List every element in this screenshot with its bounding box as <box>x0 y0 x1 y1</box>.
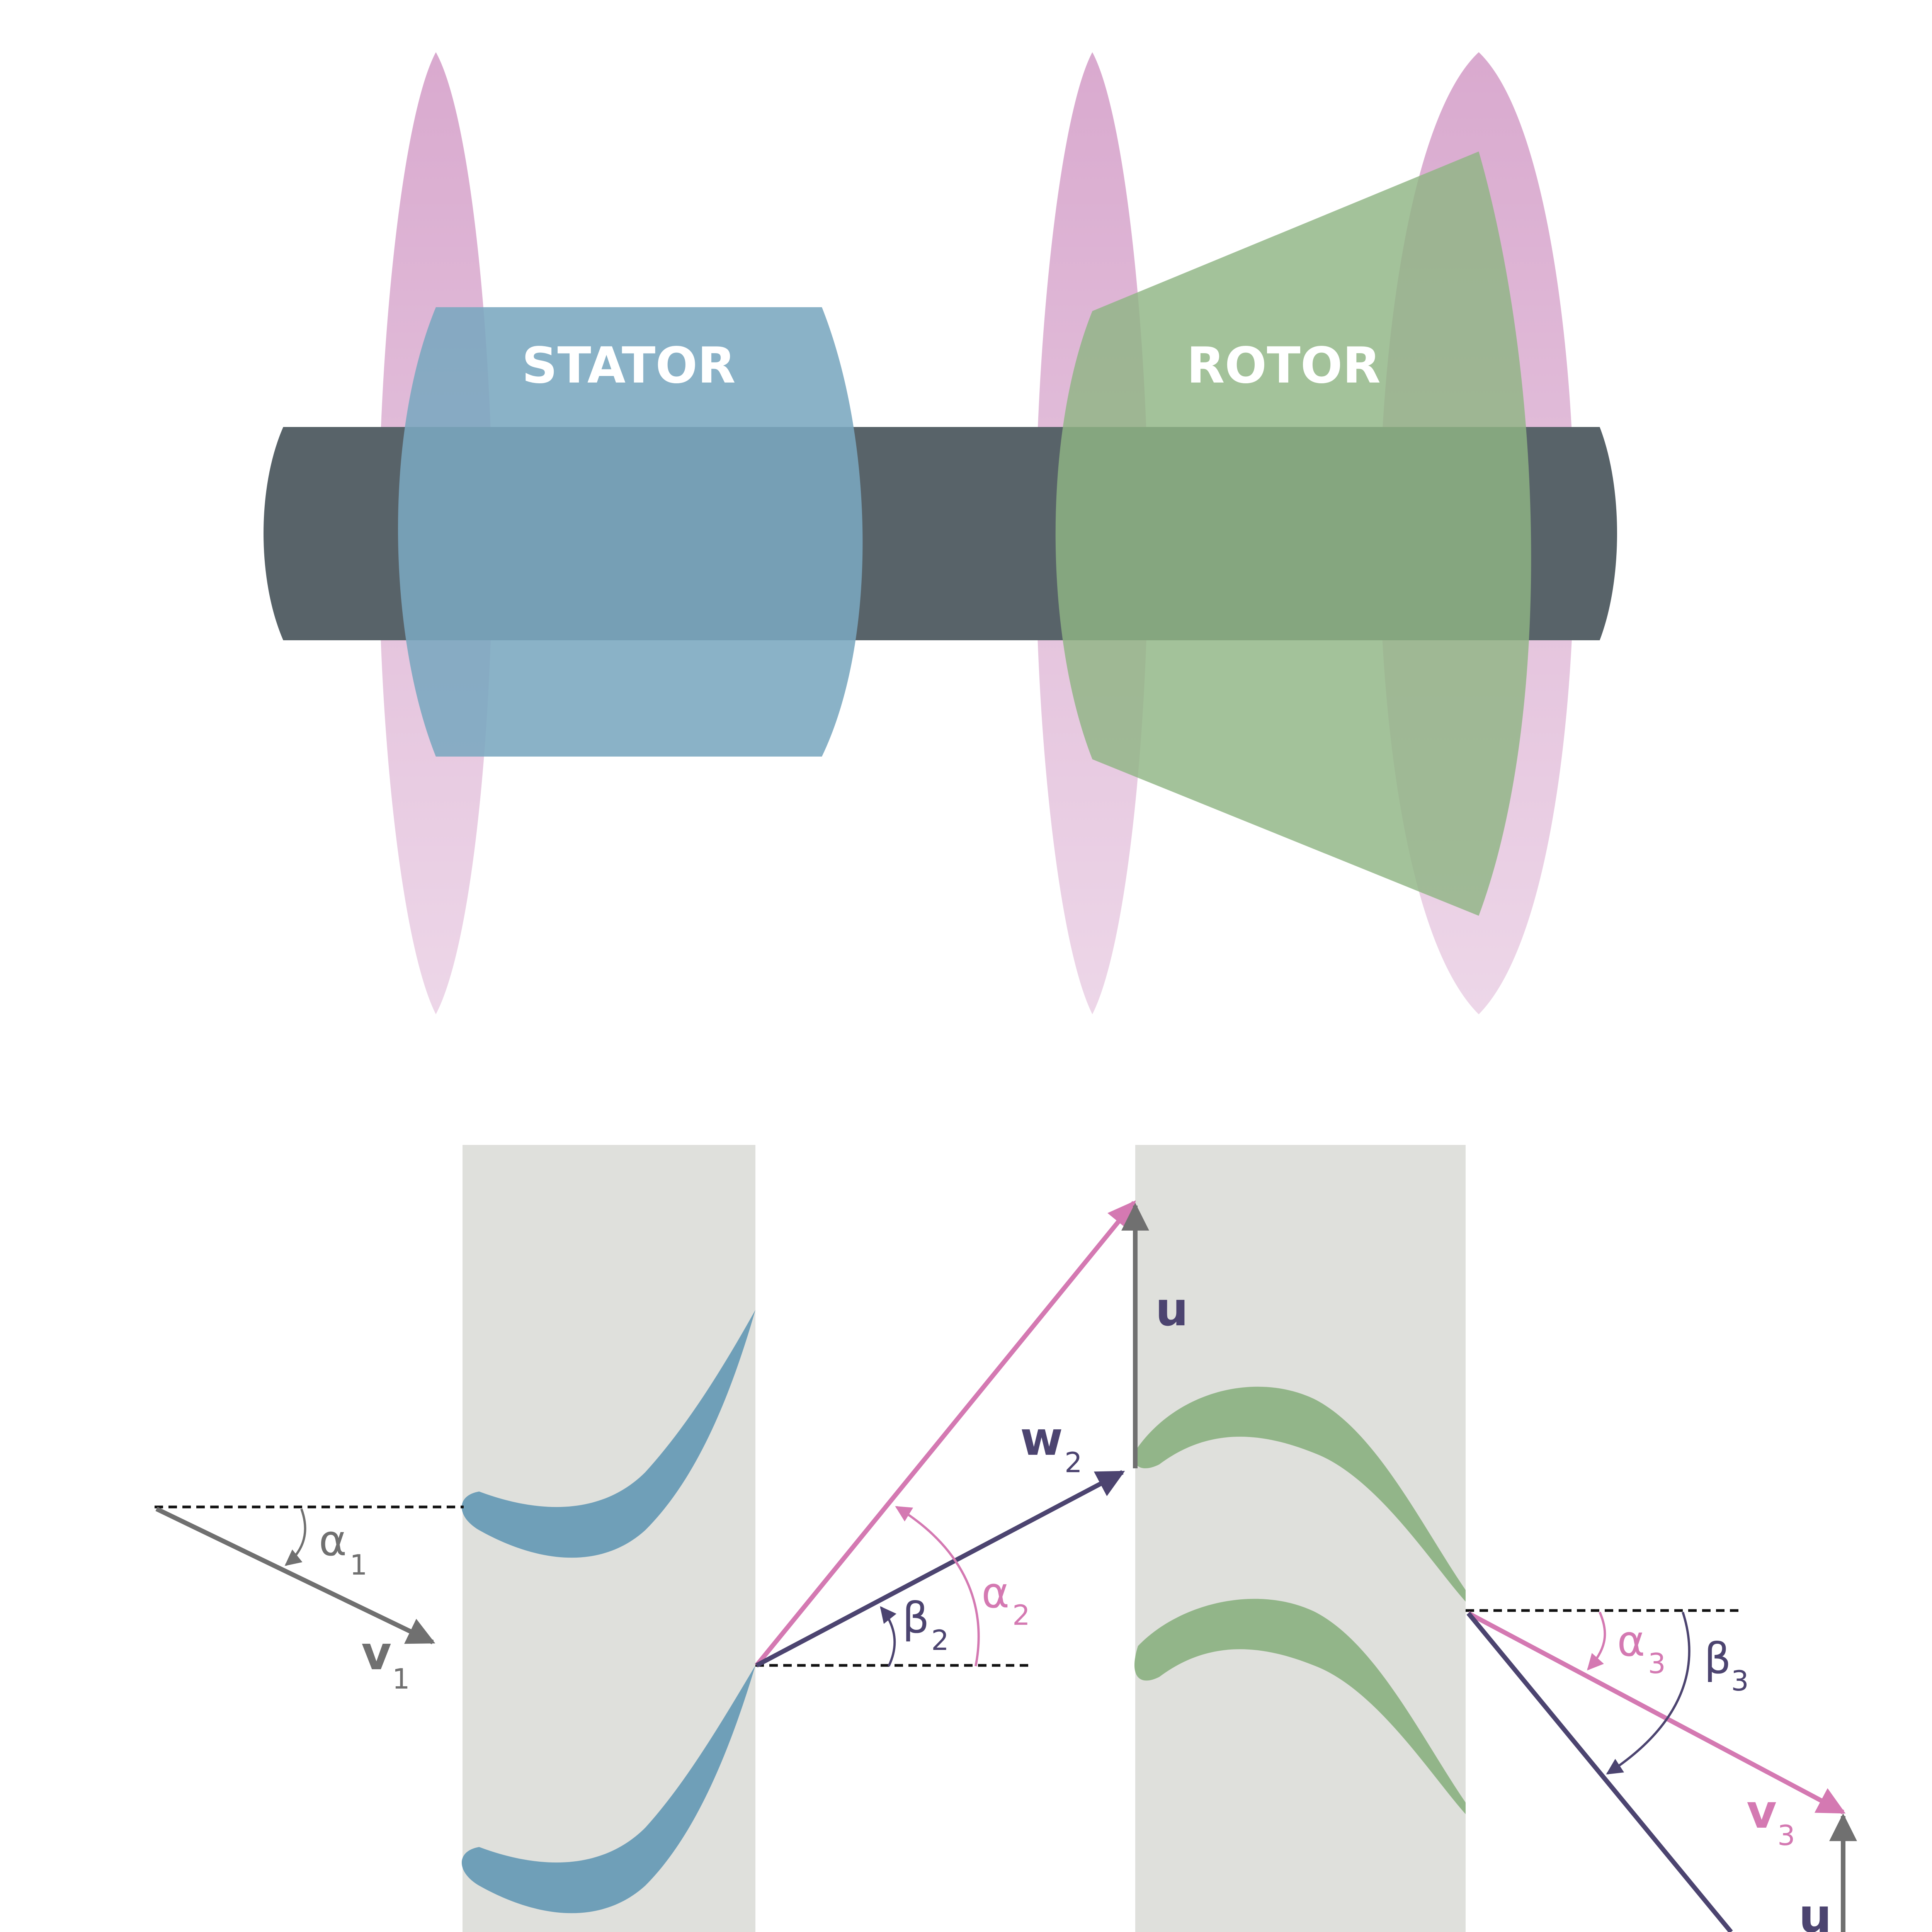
stage-illustration: STATOR ROTOR <box>264 52 1617 1014</box>
label-u2: u <box>1155 1283 1188 1337</box>
svg-text:1: 1 <box>350 1549 367 1581</box>
label-beta3: β 3 <box>1704 1634 1749 1697</box>
svg-text:u: u <box>1155 1283 1188 1337</box>
label-alpha1: α 1 <box>319 1516 367 1581</box>
svg-text:α: α <box>981 1568 1010 1617</box>
svg-text:α: α <box>319 1516 347 1565</box>
label-v3: v 3 <box>1747 1785 1795 1852</box>
svg-text:3: 3 <box>1777 1819 1795 1852</box>
vector-v1 <box>155 1507 435 1645</box>
svg-text:1: 1 <box>392 1663 410 1695</box>
vector-v2 <box>755 1200 1136 1667</box>
stator-blade-upper <box>462 1310 755 1558</box>
label-w2: w 2 <box>1020 1412 1082 1479</box>
stator-label: STATOR <box>522 337 735 395</box>
svg-text:β: β <box>1704 1634 1731 1683</box>
svg-text:3: 3 <box>1648 1647 1666 1680</box>
label-v1: v 1 <box>361 1627 410 1695</box>
vector-w2 <box>755 1470 1125 1668</box>
svg-text:v: v <box>1747 1785 1777 1839</box>
svg-text:2: 2 <box>931 1624 949 1656</box>
angle-arc-beta2 <box>880 1606 897 1667</box>
stator-blade-lower <box>462 1665 755 1913</box>
angle-arc-alpha2 <box>895 1506 980 1667</box>
label-alpha2: α 2 <box>981 1568 1030 1631</box>
rotor-blade-upper <box>1134 1386 1466 1602</box>
vector-v3 <box>1467 1611 1846 1815</box>
label-alpha3: α 3 <box>1617 1616 1666 1680</box>
label-u3: u <box>1799 1889 1832 1932</box>
stator-casing <box>398 307 863 757</box>
velocity-triangle-diagram: α 1 v 1 w 2 u β 2 α 2 α 3 β 3 <box>155 1145 1857 1932</box>
svg-text:3: 3 <box>1731 1665 1749 1697</box>
svg-text:u: u <box>1799 1889 1832 1932</box>
angle-arc-alpha1 <box>284 1508 306 1566</box>
rotor-blade-lower <box>1134 1599 1466 1814</box>
rotor-label: ROTOR <box>1187 337 1381 395</box>
rotor-blade-row <box>1135 1145 1466 1932</box>
angle-arc-beta3 <box>1606 1612 1690 1775</box>
svg-text:w: w <box>1020 1412 1063 1466</box>
rotor-casing <box>1055 151 1531 916</box>
angle-arc-alpha3 <box>1587 1611 1606 1671</box>
label-beta2: β 2 <box>902 1593 949 1656</box>
svg-text:2: 2 <box>1012 1599 1030 1631</box>
svg-text:β: β <box>902 1593 929 1643</box>
svg-text:2: 2 <box>1065 1446 1082 1479</box>
vector-w3 <box>1466 1612 1733 1932</box>
svg-text:α: α <box>1617 1616 1645 1666</box>
svg-text:v: v <box>361 1627 391 1680</box>
